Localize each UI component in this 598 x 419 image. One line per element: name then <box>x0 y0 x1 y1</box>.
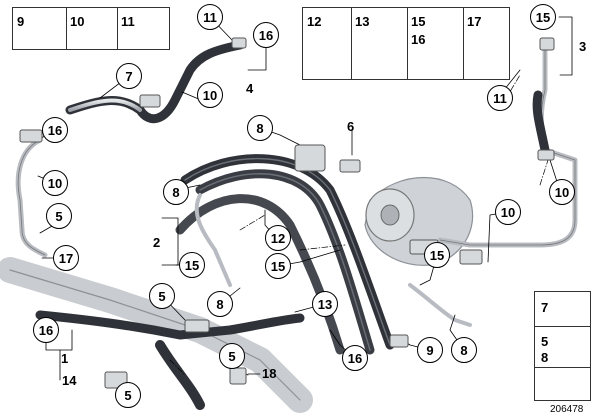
parts-cell-13: 13 <box>351 8 407 79</box>
parts-cell-17: 17 <box>463 8 511 79</box>
callout-8-bottom-right: 8 <box>451 337 477 363</box>
cooler-hose-right <box>532 90 550 155</box>
parts-cell-11: 11 <box>117 8 171 49</box>
callout-10-right: 10 <box>495 199 521 225</box>
callout-16-left: 16 <box>42 117 68 143</box>
callout-16-bottom: 16 <box>342 345 368 371</box>
callout-16-top: 16 <box>253 22 279 48</box>
callout-12: 12 <box>265 225 291 251</box>
callout-13: 13 <box>312 291 338 317</box>
hose-down-loop <box>155 340 205 410</box>
callout-16-bottom-left: 16 <box>33 317 59 343</box>
group-label-4: 4 <box>246 81 254 96</box>
callout-15-top-right: 15 <box>530 4 556 30</box>
group-label-1: 1 <box>61 351 69 366</box>
callout-5-bottom: 5 <box>219 343 245 369</box>
group-label-3: 3 <box>579 39 587 54</box>
part-number: 13 <box>355 14 370 29</box>
parts-box-hardware: 12 13 15 16 17 <box>302 7 510 80</box>
callout-10-far-right: 10 <box>549 179 575 205</box>
group-label-14: 14 <box>62 373 77 388</box>
callout-15-mid: 15 <box>179 252 205 278</box>
part-number: 7 <box>541 300 549 315</box>
return-hose-lower <box>35 310 305 340</box>
parts-box-screws: 7 5 8 <box>534 291 591 401</box>
callout-5-left: 5 <box>46 203 72 229</box>
callout-7: 7 <box>116 63 142 89</box>
reservoir-hose <box>194 193 232 287</box>
part-number: 17 <box>467 14 482 29</box>
metal-pipe-left <box>15 137 48 258</box>
group-label-6: 6 <box>347 119 355 134</box>
callout-15-right: 15 <box>424 242 450 268</box>
part-number: 16 <box>411 32 426 47</box>
callout-8-low: 8 <box>207 291 233 317</box>
callout-8-left: 8 <box>163 179 189 205</box>
callout-8-center: 8 <box>247 115 273 141</box>
callout-5-mid: 5 <box>149 283 175 309</box>
metal-pipe-lower-right <box>408 283 472 327</box>
callout-5-bottom-2: 5 <box>115 382 141 408</box>
callout-10-upper: 10 <box>197 82 223 108</box>
group-label-18: 18 <box>262 366 277 381</box>
part-number: 9 <box>17 14 25 29</box>
callout-9: 9 <box>417 337 443 363</box>
callout-10-left: 10 <box>42 170 68 196</box>
group-label-2: 2 <box>153 235 161 250</box>
parts-box-fasteners: 9 10 11 <box>12 7 170 50</box>
callout-15-low: 15 <box>265 253 291 279</box>
diagram-reference-number: 206478 <box>550 404 584 415</box>
part-number: 15 <box>411 14 426 29</box>
part-number: 12 <box>307 14 322 29</box>
part-number: 8 <box>541 350 549 365</box>
part-number: 5 <box>541 334 549 349</box>
part-number: 10 <box>70 14 85 29</box>
callout-17: 17 <box>53 245 79 271</box>
parts-cell-9: 9 <box>13 8 66 49</box>
parts-cell-12: 12 <box>303 8 351 79</box>
parts-cell-15-16: 15 16 <box>407 8 463 79</box>
parts-cell-10: 10 <box>66 8 117 49</box>
part-number: 11 <box>121 14 135 29</box>
callout-11-right: 11 <box>487 85 513 111</box>
callout-11-top: 11 <box>197 4 223 30</box>
